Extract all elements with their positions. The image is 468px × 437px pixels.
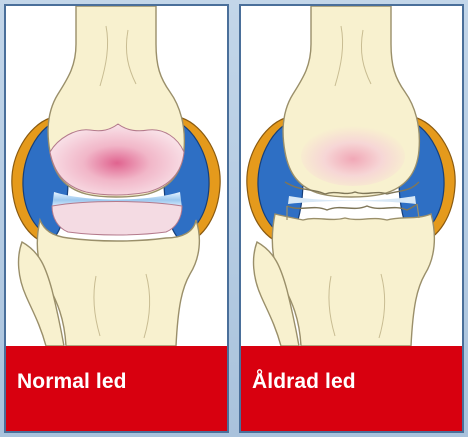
panel-aged-joint: Åldrad led xyxy=(239,4,464,433)
femur-worn-cartilage xyxy=(301,126,405,186)
panel-normal-joint: Normal led xyxy=(4,4,229,433)
caption-normal-joint-text: Normal led xyxy=(17,370,127,394)
femur-cartilage xyxy=(50,124,184,195)
normal-joint-illustration xyxy=(6,6,227,346)
tibia-bone xyxy=(37,220,199,346)
caption-aged-joint-text: Åldrad led xyxy=(252,370,356,394)
caption-normal-joint: Normal led xyxy=(6,346,227,431)
tibia-bone xyxy=(272,214,434,346)
tibia-cartilage xyxy=(52,202,182,236)
caption-aged-joint: Åldrad led xyxy=(241,346,462,431)
aged-joint-illustration xyxy=(241,6,462,346)
